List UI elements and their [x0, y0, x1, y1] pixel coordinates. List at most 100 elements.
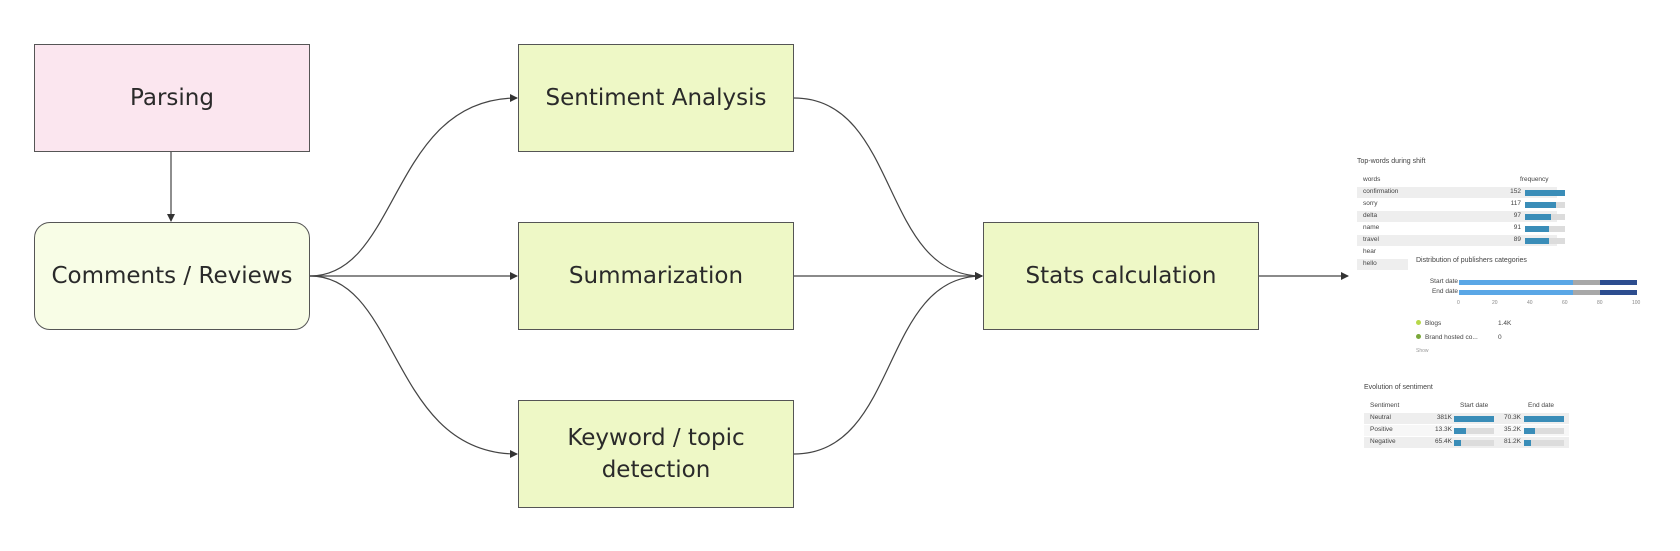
sentiment-header-label: Sentiment [1370, 402, 1400, 409]
topwords-bar-track [1525, 226, 1565, 232]
publishers-legend-label: Brand hosted co... [1425, 334, 1478, 341]
node-stats-calculation: Stats calculation [983, 222, 1259, 330]
publishers-tick: 0 [1457, 300, 1460, 306]
topwords-value: 97 [1513, 212, 1521, 219]
sentiment-end-bar [1524, 440, 1532, 446]
publishers-row-label: End date [1431, 288, 1458, 295]
node-stats-label: Stats calculation [1025, 263, 1217, 289]
sentiment-start-track [1454, 440, 1494, 446]
sentiment-row: Positive 13.3K 35.2K [1364, 425, 1569, 436]
sentiment-end-track [1524, 416, 1564, 422]
topwords-title: Top-words during shift [1357, 158, 1426, 165]
topwords-bar [1525, 202, 1556, 208]
topwords-bar-track [1525, 202, 1565, 208]
sentiment-label: Positive [1370, 426, 1393, 433]
topwords-col-words: words [1363, 176, 1381, 183]
edge-comments-to-keyword [309, 275, 518, 458]
sentiment-start-value: 65.4K [1435, 438, 1452, 445]
publishers-tick: 100 [1632, 300, 1641, 306]
sentiment-end-value: 35.2K [1504, 426, 1521, 433]
topwords-row: delta 97 [1357, 211, 1565, 222]
node-sentiment-analysis: Sentiment Analysis [518, 44, 794, 152]
sentiment-end-track [1524, 440, 1564, 446]
publishers-seg-blue [1459, 290, 1573, 295]
sentiment-row: Neutral 381K 70.3K [1364, 413, 1569, 424]
sentiment-label: Neutral [1370, 414, 1391, 421]
node-keyword-label: Keyword / topic detection [567, 425, 745, 483]
publishers-show-more: Show [1416, 348, 1429, 354]
sentiment-start-track [1454, 416, 1494, 422]
node-parsing-label: Parsing [130, 85, 214, 111]
edge-comments-to-sentiment [309, 94, 518, 277]
sentiment-start-value: 381K [1436, 414, 1452, 421]
topwords-word: hello [1363, 260, 1377, 267]
node-summarization-label: Summarization [568, 263, 744, 289]
node-keyword-topic-detection: Keyword / topic detection [518, 400, 794, 508]
publishers-seg-grey [1572, 290, 1600, 295]
publishers-seg-navy [1599, 280, 1637, 285]
publishers-legend-value: 0 [1498, 334, 1502, 341]
publishers-stacked-bar [1459, 280, 1637, 285]
publishers-row-label: Start date [1429, 278, 1458, 285]
sentiment-end-value: 81.2K [1504, 438, 1521, 445]
topwords-row: hello [1357, 259, 1412, 270]
sentiment-end-track [1524, 428, 1564, 434]
sentiment-end-bar [1524, 416, 1564, 422]
legend-dot [1416, 334, 1421, 339]
topwords-word: confirmation [1363, 188, 1399, 195]
publishers-legend-value: 1.4K [1498, 320, 1512, 327]
topwords-value: 117 [1510, 200, 1521, 207]
topwords-bar [1525, 214, 1551, 220]
sentiment-end-value: 70.3K [1504, 414, 1521, 421]
sentiment-row: Negative 65.4K 81.2K [1364, 437, 1569, 448]
topwords-bar-track [1525, 214, 1565, 220]
topwords-bar [1525, 190, 1565, 196]
publishers-legend-label: Blogs [1425, 320, 1442, 327]
sentiment-start-bar [1454, 416, 1494, 422]
edge-sentiment-to-stats [793, 97, 983, 280]
publishers-seg-navy [1599, 290, 1637, 295]
topwords-col-frequency: frequency [1520, 176, 1549, 183]
topwords-word: delta [1363, 212, 1378, 219]
sentiment-start-bar [1454, 440, 1461, 446]
sentiment-start-value: 13.3K [1435, 426, 1452, 433]
topwords-row: confirmation 152 [1357, 187, 1565, 198]
publishers-seg-blue [1459, 280, 1573, 285]
topwords-bar-track [1525, 238, 1565, 244]
publishers-stacked-bar [1459, 290, 1637, 295]
publishers-tick: 40 [1527, 300, 1533, 306]
topwords-word: travel [1363, 236, 1379, 243]
publishers-tick: 80 [1597, 300, 1603, 306]
edge-keyword-to-stats [793, 272, 983, 455]
sentiment-widget-title: Evolution of sentiment [1364, 384, 1433, 391]
topwords-row: hear [1357, 247, 1412, 258]
publishers-legend-item: Brand hosted co... 0 [1416, 334, 1616, 346]
topwords-bar [1525, 226, 1549, 232]
topwords-value: 152 [1510, 188, 1521, 195]
sentiment-start-bar [1454, 428, 1466, 434]
publishers-tick: 60 [1562, 300, 1568, 306]
sentiment-header-end: End date [1528, 402, 1555, 409]
sentiment-header-start: Start date [1460, 402, 1489, 409]
sentiment-widget: Evolution of sentiment Sentiment Start d… [1358, 380, 1570, 456]
publishers-legend-item: Blogs 1.4K [1416, 320, 1616, 332]
topwords-bar [1525, 238, 1549, 244]
publishers-widget: Distribution of publishers categories St… [1408, 250, 1643, 360]
node-summarization: Summarization [518, 222, 794, 330]
legend-dot [1416, 320, 1421, 325]
sentiment-table: Neutral 381K 70.3K Positive 13.3K 35.2K Negati… [1364, 413, 1569, 453]
topwords-word: hear [1363, 248, 1377, 255]
node-comments-label: Comments / Reviews [51, 263, 293, 289]
publishers-seg-grey [1572, 280, 1600, 285]
sentiment-label: Negative [1370, 438, 1396, 445]
sentiment-start-track [1454, 428, 1494, 434]
topwords-word: name [1363, 224, 1380, 231]
topwords-bar-track [1525, 190, 1565, 196]
